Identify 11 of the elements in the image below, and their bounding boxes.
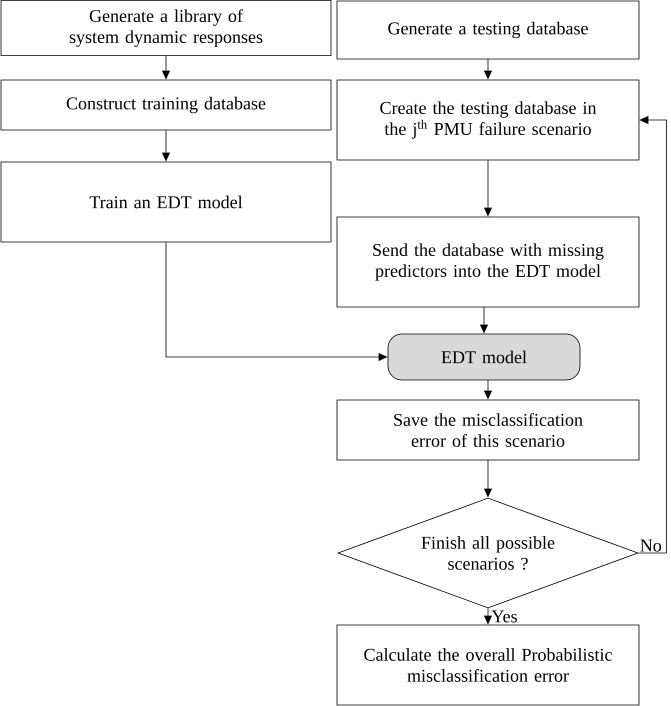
edge-label: Yes xyxy=(492,610,517,622)
terminal-box: EDT model xyxy=(388,334,580,380)
process-box: Construct training database xyxy=(0,80,332,130)
edge-label: No xyxy=(640,540,662,552)
process-box: Generate a testing database xyxy=(336,0,640,60)
process-box: Send the database with missing predictors into the EDT model xyxy=(336,216,640,308)
process-box: Save the misclassification error of this scenario xyxy=(336,400,640,460)
process-box: Generate a library of system dynamic responses xyxy=(0,0,332,56)
process-box: Train an EDT model xyxy=(0,162,332,242)
process-box: Calculate the overall Probabilistic misclassification error xyxy=(336,624,640,706)
process-box: Create the testing database in the j$^{th}$ PMU failure scenario xyxy=(336,80,640,160)
